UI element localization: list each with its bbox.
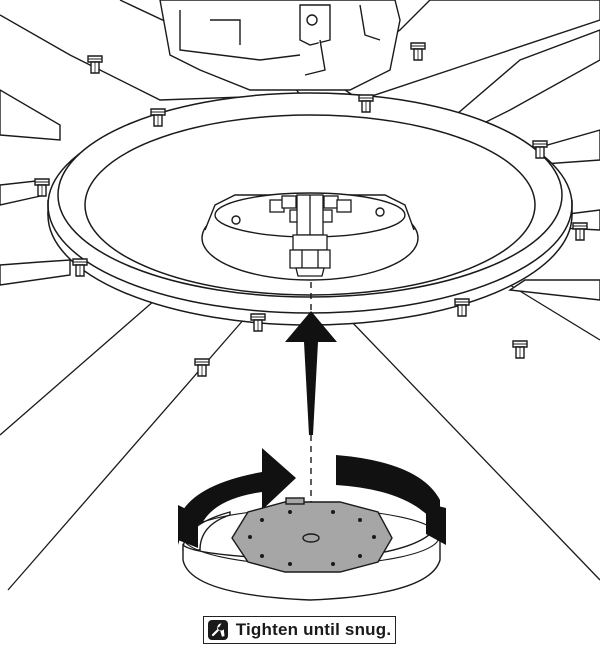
mounting-plate [231,497,393,573]
bolt-icon [572,222,588,241]
motor-housing [159,0,401,91]
center-shaft [269,194,352,277]
caption-box: Tighten until snug. [203,616,396,644]
up-arrow [285,311,337,435]
fan-blades [0,0,600,301]
caption-text: Tighten until snug. [235,620,392,639]
bolt-icon [454,298,470,317]
bolt-icon [512,340,528,359]
wrench-icon [207,620,228,640]
rotation-arrow-front [178,503,446,548]
